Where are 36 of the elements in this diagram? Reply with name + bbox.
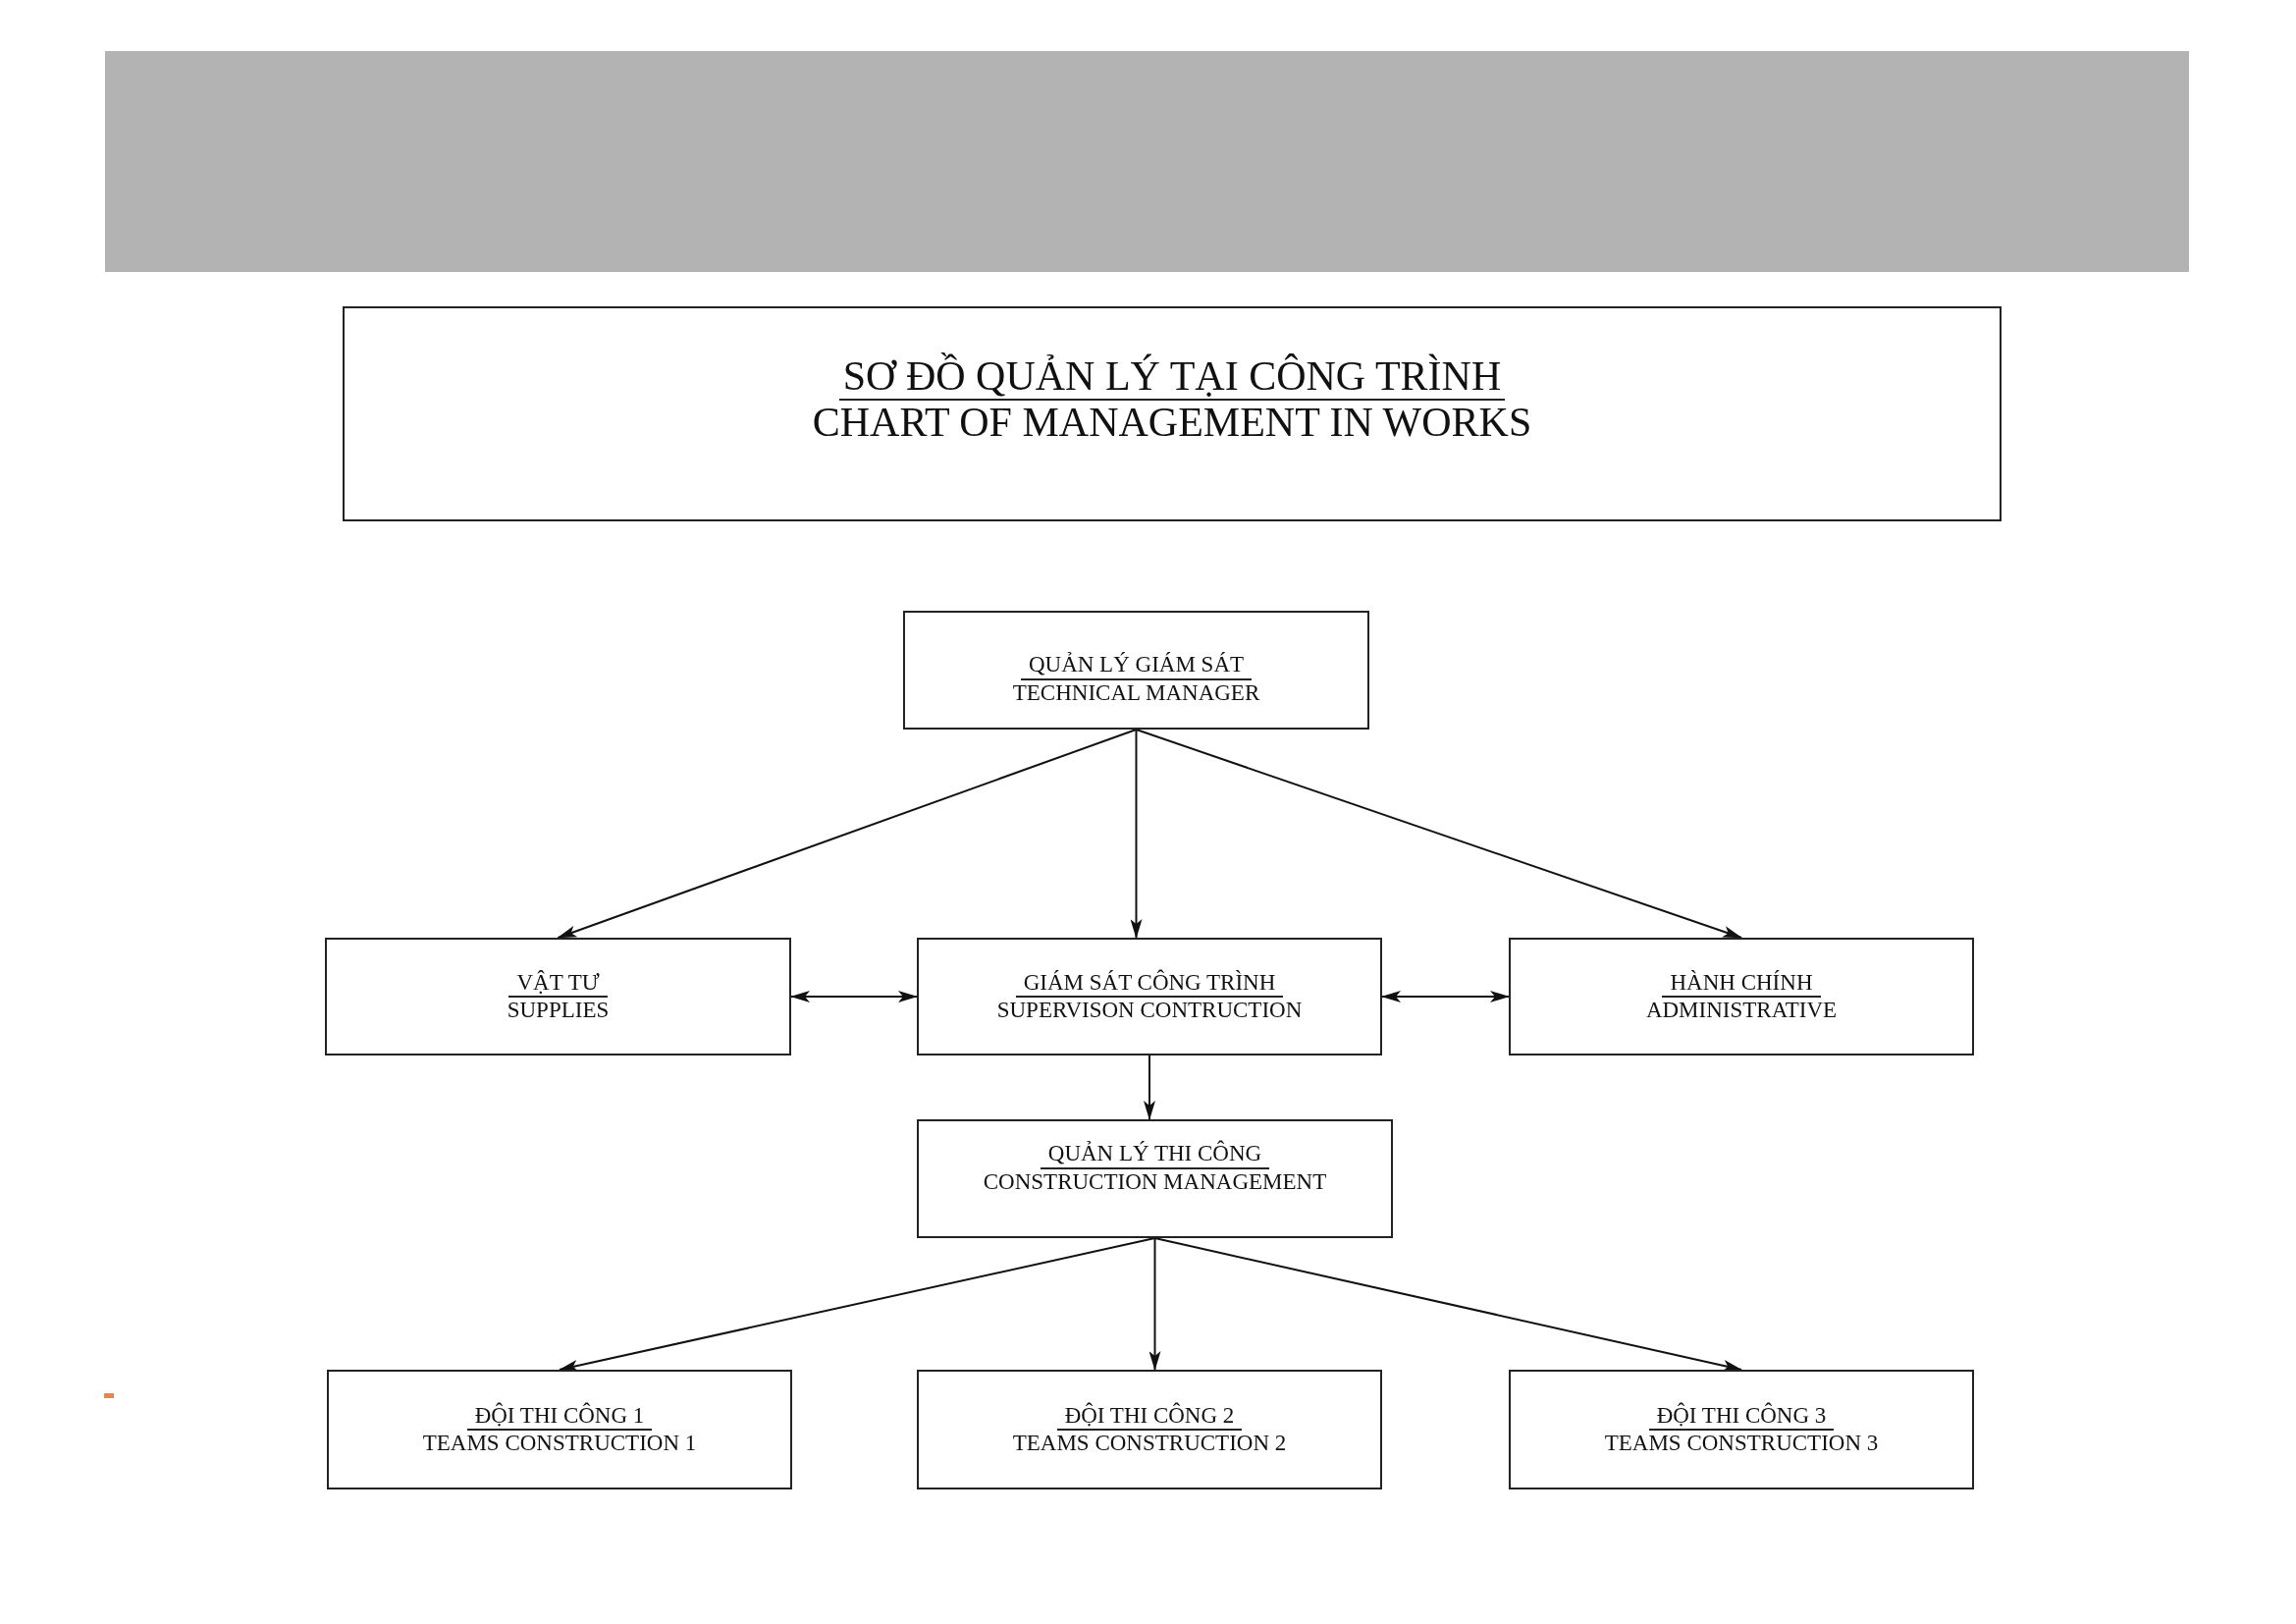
title-box — [343, 306, 2002, 521]
arrow — [1130, 729, 1143, 939]
arrow — [559, 1237, 1156, 1372]
double-arrow — [1381, 991, 1510, 1002]
org-box — [327, 1370, 792, 1489]
arrow — [1153, 1237, 1742, 1372]
box-label: VẬT TƯ — [508, 969, 608, 998]
box-label: TEAMS CONSTRUCTION 3 — [1603, 1431, 1880, 1457]
org-box — [917, 1119, 1393, 1238]
org-box — [917, 1370, 1382, 1489]
box-label: SUPPLIES — [506, 998, 611, 1024]
box-label: HÀNH CHÍNH — [1662, 969, 1821, 998]
box-label: SUPERVISON CONTRUCTION — [995, 998, 1304, 1024]
org-box — [903, 611, 1369, 730]
arrow — [1148, 1237, 1161, 1371]
box-label: GIÁM SÁT CÔNG TRÌNH — [1015, 969, 1284, 998]
box-label: QUẢN LÝ GIÁM SÁT — [1020, 652, 1253, 680]
chart-title: CHART OF MANAGEMENT IN WORKS — [811, 400, 1533, 444]
box-label: QUẢN LÝ THI CÔNG — [1040, 1141, 1270, 1169]
org-box — [325, 938, 791, 1056]
org-box — [1509, 938, 1974, 1056]
box-label: ĐỘI THI CÔNG 1 — [466, 1402, 653, 1431]
box-label: TEAMS CONSTRUCTION 2 — [1011, 1431, 1288, 1457]
box-label: ĐỘI THI CÔNG 3 — [1648, 1402, 1835, 1431]
double-arrow — [790, 991, 918, 1002]
org-box — [1509, 1370, 1974, 1489]
box-label: ADMINISTRATIVE — [1644, 998, 1839, 1024]
chart-title: SƠ ĐỒ QUẢN LÝ TẠI CÔNG TRÌNH — [838, 354, 1506, 401]
arrow — [1144, 1055, 1155, 1120]
box-label: CONSTRUCTION MANAGEMENT — [982, 1168, 1328, 1195]
box-label: TECHNICAL MANAGER — [1011, 679, 1261, 706]
arrow — [557, 729, 1138, 939]
org-box — [917, 938, 1382, 1056]
box-label: ĐỘI THI CÔNG 2 — [1056, 1402, 1243, 1431]
box-label: TEAMS CONSTRUCTION 1 — [421, 1431, 698, 1457]
arrow — [1135, 729, 1742, 939]
